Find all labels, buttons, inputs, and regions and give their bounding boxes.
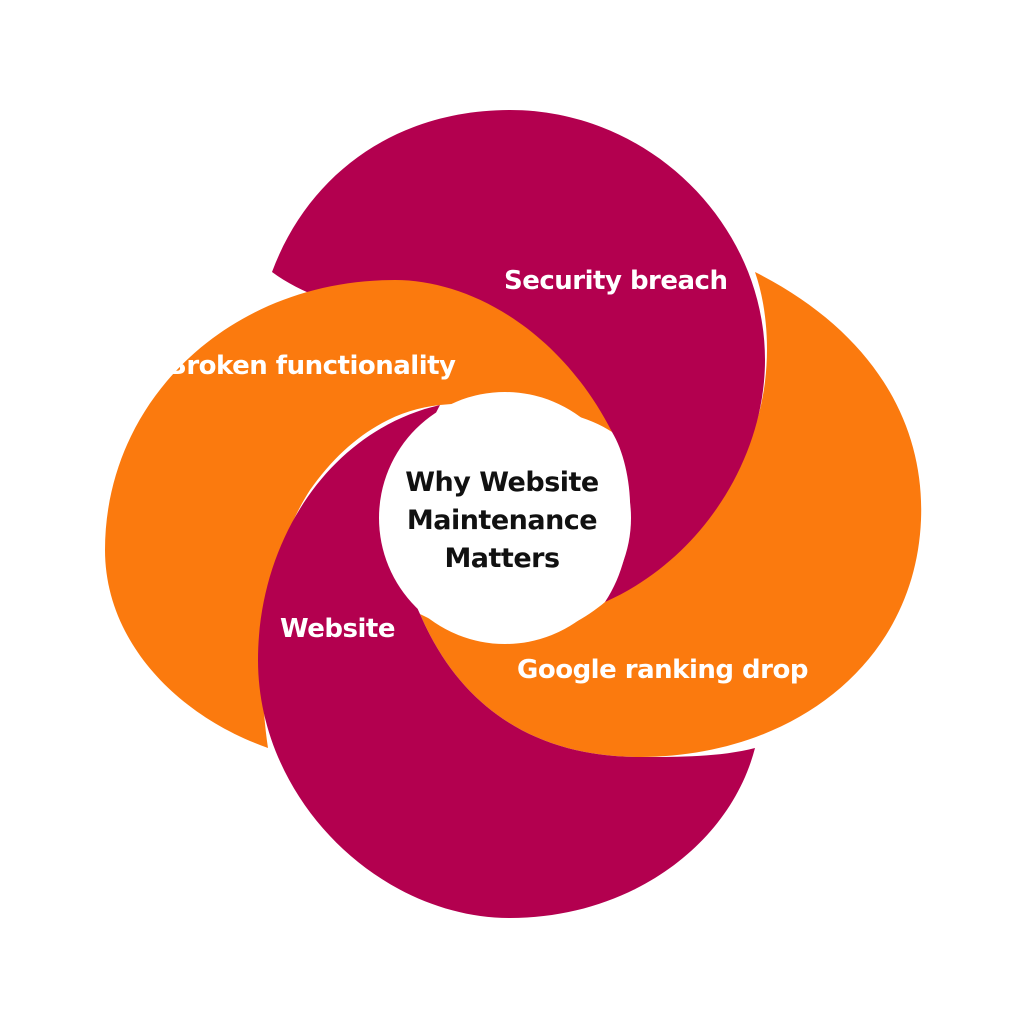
center-circle bbox=[379, 392, 631, 644]
center-title-line-2: Maintenance bbox=[406, 505, 598, 536]
label-google-ranking-drop: Google ranking drop bbox=[517, 655, 808, 685]
label-security-breach: Security breach bbox=[504, 266, 728, 296]
center-title-line-1: Why Website bbox=[405, 467, 599, 498]
center-title-line-3: Matters bbox=[444, 543, 560, 574]
label-broken-functionality: Broken functionality bbox=[167, 351, 456, 381]
petal-security-breach bbox=[272, 110, 765, 602]
label-website: Website bbox=[280, 614, 395, 644]
center-title: Why Website Maintenance Matters bbox=[372, 464, 632, 578]
